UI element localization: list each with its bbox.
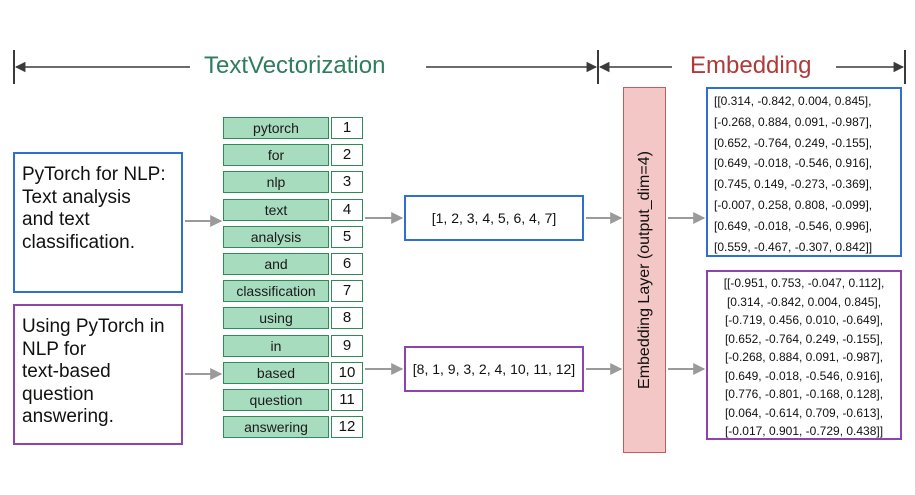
vocab-word: pytorch	[223, 117, 329, 139]
vocab-index: 2	[331, 144, 363, 166]
vector-row: [0.745, 0.149, -0.273, -0.369],	[714, 177, 873, 192]
embedding-layer: Embedding Layer (output_dim=4)	[623, 87, 666, 453]
vector-row: [0.652, -0.764, 0.249, -0.155],	[724, 331, 884, 346]
sentence-1-line: Text analysis	[22, 186, 131, 208]
vocab-word: classification	[223, 280, 329, 302]
vocab-word: and	[223, 253, 329, 275]
vocab-index: 4	[331, 199, 363, 221]
sentence-1-line: PyTorch for NLP:	[22, 164, 166, 185]
vocab-index: 9	[331, 335, 363, 357]
vector-row: [0.776, -0.801, -0.168, 0.128],	[724, 387, 884, 401]
vocab-index: 6	[331, 253, 363, 275]
vocab-index: 7	[331, 280, 363, 302]
vector-row: [-0.017, 0.901, -0.729, 0.438]]	[724, 424, 884, 438]
vector-row: [[0.314, -0.842, 0.004, 0.845],	[714, 94, 872, 108]
sentence-2-line: question	[22, 383, 94, 405]
vocab-word: nlp	[223, 171, 329, 193]
sequence-2-box: [8, 1, 9, 3, 2, 4, 10, 11, 12]	[404, 346, 584, 392]
vectors-1-box: [[0.314, -0.842, 0.004, 0.845], [-0.268, …	[706, 87, 902, 257]
vocab-word: text	[223, 199, 329, 221]
sentence-2-line: Using PyTorch in	[22, 316, 165, 337]
sentence-1-box: PyTorch for NLP: Text analysis and text …	[13, 152, 183, 293]
vector-row: [-0.268, 0.884, 0.091, -0.987],	[724, 350, 884, 364]
vectors-2-box: [[-0.951, 0.753, -0.047, 0.112], [0.314, …	[706, 270, 902, 440]
vector-row: [-0.268, 0.884, 0.091, -0.987],	[714, 114, 873, 129]
vector-row: [0.649, -0.018, -0.546, 0.916],	[724, 368, 884, 383]
vocab-word: based	[223, 362, 329, 384]
vocab-index: 10	[331, 362, 363, 384]
vocab-index: 8	[331, 307, 363, 329]
vocab-word: in	[223, 335, 329, 357]
sentence-1-line: classification.	[22, 231, 135, 253]
vocab-index: 3	[331, 171, 363, 193]
vocab-word: for	[223, 144, 329, 166]
vocab-index: 12	[331, 416, 363, 438]
sentence-2-box: Using PyTorch in NLP for text-based ques…	[13, 304, 183, 445]
vocab-word: analysis	[223, 226, 329, 248]
vector-row: [0.314, -0.842, 0.004, 0.845],	[726, 294, 882, 309]
sentence-1-line: and text	[22, 209, 90, 230]
vector-row: [0.649, -0.018, -0.546, 0.996],	[714, 218, 873, 233]
vocab-word: using	[223, 307, 329, 329]
sentence-2-line: NLP for	[22, 338, 87, 360]
vocab-word: question	[223, 389, 329, 411]
vector-row: [-0.007, 0.258, 0.808, -0.099],	[714, 197, 873, 212]
vector-row: [[-0.951, 0.753, -0.047, 0.112],	[723, 276, 885, 290]
vector-row: [0.559, -0.467, -0.307, 0.842]]	[714, 239, 873, 254]
embedding-layer-label: Embedding Layer (output_dim=4)	[635, 151, 653, 389]
vector-row: [0.652, -0.764, 0.249, -0.155],	[714, 135, 873, 150]
vocab-index: 1	[331, 117, 363, 139]
vocab-index: 11	[331, 389, 363, 411]
vector-row: [0.649, -0.018, -0.546, 0.916],	[714, 156, 873, 171]
textvectorization-title: TextVectorization	[204, 52, 386, 79]
sequence-1-box: [1, 2, 3, 4, 5, 6, 4, 7]	[404, 195, 584, 241]
vector-row: [-0.719, 0.456, 0.010, -0.649],	[724, 313, 884, 327]
sentence-2-line: answering.	[22, 406, 114, 427]
sentence-2-line: text-based	[22, 361, 111, 382]
vector-row: [0.064, -0.614, 0.709, -0.613],	[724, 405, 884, 420]
embedding-title: Embedding	[690, 52, 812, 79]
vocab-word: answering	[223, 416, 329, 438]
vocab-index: 5	[331, 226, 363, 248]
